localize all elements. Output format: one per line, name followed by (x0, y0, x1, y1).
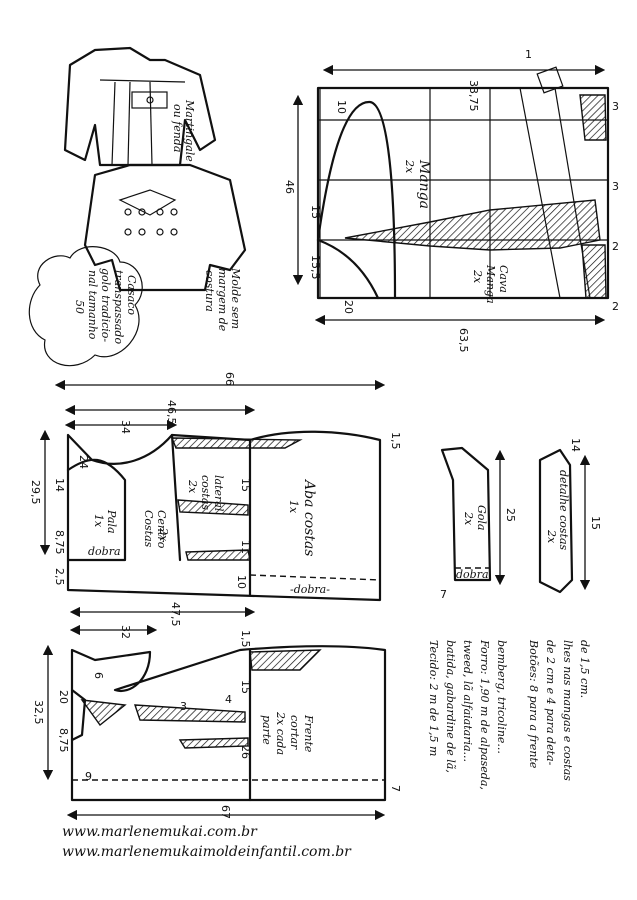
fabric-line-6: Botões: 8 para a frente (527, 639, 540, 769)
fabric-notes: Tecido: 2 m de 1,5 m batida, gabardine d… (427, 639, 591, 790)
title-line-3: golo tradicio- (99, 268, 112, 342)
dobra-label-back: dobra (88, 545, 121, 558)
dim-10-a: 10 (335, 100, 348, 114)
manga-label: Manga (416, 159, 432, 209)
dim-14: 14 (53, 478, 66, 492)
centro-costas-qty: 2x (157, 527, 170, 542)
dim-14-b: 14 (569, 438, 582, 452)
front-pattern: 47,5 32 Frente cortar 2x cada parte 32,5… (32, 602, 402, 821)
dim-33-75: 33,75 (467, 80, 480, 112)
dim-2-b: 2 (612, 300, 619, 313)
sketch-label-2: ou fenda (171, 104, 184, 152)
dim-15-a: 15 (309, 205, 322, 219)
dim-34: 34 (119, 420, 132, 434)
aba-costas-label: Aba costas (301, 478, 317, 556)
dim-20-a: 20 (342, 300, 355, 314)
dim-1-5-b: 1,5 (239, 630, 252, 648)
dim-46: 46 (283, 180, 296, 194)
dim-9: 9 (85, 770, 92, 783)
cava-qty: 2x (471, 269, 484, 284)
url-1: www.marlenemukai.com.br (62, 824, 258, 840)
dim-7-a: 7 (440, 588, 447, 601)
dim-2-a: 2 (612, 240, 619, 253)
fabric-line-4: Forro: 1,90 m de alpaseda, (478, 639, 491, 790)
lateral-costas-2: costas (199, 475, 212, 510)
dim-25: 25 (504, 508, 517, 522)
dim-11: 11 (239, 540, 252, 554)
sleeve-hatched-area (344, 199, 601, 251)
back-pattern: 66 46,5 34 Pala 1x Centro Costas 2x late… (29, 372, 402, 602)
frente-line-2: cortar (288, 715, 301, 750)
fabric-line-3: tweed, lã alfaiataria... (461, 640, 474, 762)
title-line-4: nal tamanho (86, 270, 99, 340)
title-line-2: transpassado (112, 270, 125, 344)
coat-sketches: Martingale ou fenda (63, 46, 247, 292)
url-2: www.marlenemukaimoldeinfantil.com.br (62, 844, 352, 860)
dim-4: 4 (225, 693, 232, 706)
gola-label: Gola (475, 505, 488, 531)
dim-3-c: 3 (180, 700, 187, 713)
sketch-label-1: Martingale (183, 99, 196, 162)
aba-costas-qty: 1x (287, 500, 300, 514)
title-line-5: 50 (73, 300, 86, 314)
dim-3-a: 3 (612, 100, 619, 113)
dim-1-a: 1 (525, 48, 532, 61)
fabric-line-9: de 1,5 cm. (578, 640, 591, 698)
dim-15-5: 15,5 (309, 255, 322, 280)
seam-line-2: margem de (216, 268, 229, 332)
centro-costas-1: Centro (155, 510, 168, 549)
dim-26: 26 (239, 745, 252, 759)
cava-label-2: Manga (484, 264, 497, 304)
dim-15-b: 15 (239, 478, 252, 492)
dim-2-5: 2,5 (53, 568, 66, 586)
dim-6: 6 (92, 672, 105, 679)
dim-67: 67 (219, 805, 232, 819)
dim-15-d: 15 (239, 680, 252, 694)
seam-line-1: Molde sem (229, 267, 242, 329)
dim-32-5: 32,5 (32, 700, 45, 725)
dim-24: 24 (77, 455, 90, 469)
detalhe-label: detalhe costas (557, 470, 570, 551)
fabric-line-2: batida, gabardine de lã, (444, 640, 457, 773)
frente-line-3: 2x cada (274, 711, 287, 755)
fabric-line-8: lhes nas mangas e costas (561, 640, 574, 781)
title-note: Casaco transpassado golo tradicio- nal t… (28, 246, 143, 367)
dobra-label-aba: -dobra- (290, 583, 330, 596)
centro-costas-2: Costas (142, 510, 155, 548)
dim-66: 66 (223, 372, 236, 386)
manga-qty: 2x (403, 159, 416, 174)
frente-line-4: parte (260, 715, 273, 745)
pala-label: Pala (105, 509, 118, 534)
dim-1-5-a: 1,5 (389, 432, 402, 450)
pala-qty: 1x (92, 514, 105, 528)
fabric-line-5: bemberg, tricoline... (495, 640, 508, 754)
dim-63-5: 63,5 (457, 328, 470, 353)
dim-47-5: 47,5 (169, 602, 182, 627)
dim-15-c: 15 (589, 516, 602, 530)
dim-3-b: 3 (612, 180, 619, 193)
frente-line-1: Frente (302, 714, 315, 753)
fabric-line-7: de 2 cm e 4 para deta- (544, 640, 557, 766)
seam-line-3: costura (203, 270, 216, 312)
fabric-line-1: Tecido: 2 m de 1,5 m (427, 640, 440, 756)
dobra-label-gola: dobra (456, 568, 489, 581)
dim-29-5: 29,5 (29, 480, 42, 505)
lateral-costas-1: lateral (212, 475, 225, 512)
dim-46-5: 46,5 (165, 400, 178, 425)
dim-8-75-a: 8,75 (53, 530, 66, 555)
dim-7-b: 7 (389, 785, 402, 792)
dim-10-b: 10 (235, 575, 248, 589)
dim-32: 32 (119, 625, 132, 639)
lateral-costas-qty: 2x (186, 479, 199, 494)
dim-20-b: 20 (57, 690, 70, 704)
gola-qty: 2x (462, 511, 475, 526)
title-line-1: Casaco (125, 275, 138, 315)
dim-8-75-b: 8,75 (57, 728, 70, 753)
detalhe-qty: 2x (545, 529, 558, 544)
collar-pieces: Gola 2x dobra 25 7 detalhe costas 2x 15 … (440, 438, 602, 601)
sleeve-pattern: Manga 2x Cava Manga 2x 33,75 46 15 15,5 … (283, 48, 619, 353)
cava-label-1: Cava (497, 265, 510, 293)
